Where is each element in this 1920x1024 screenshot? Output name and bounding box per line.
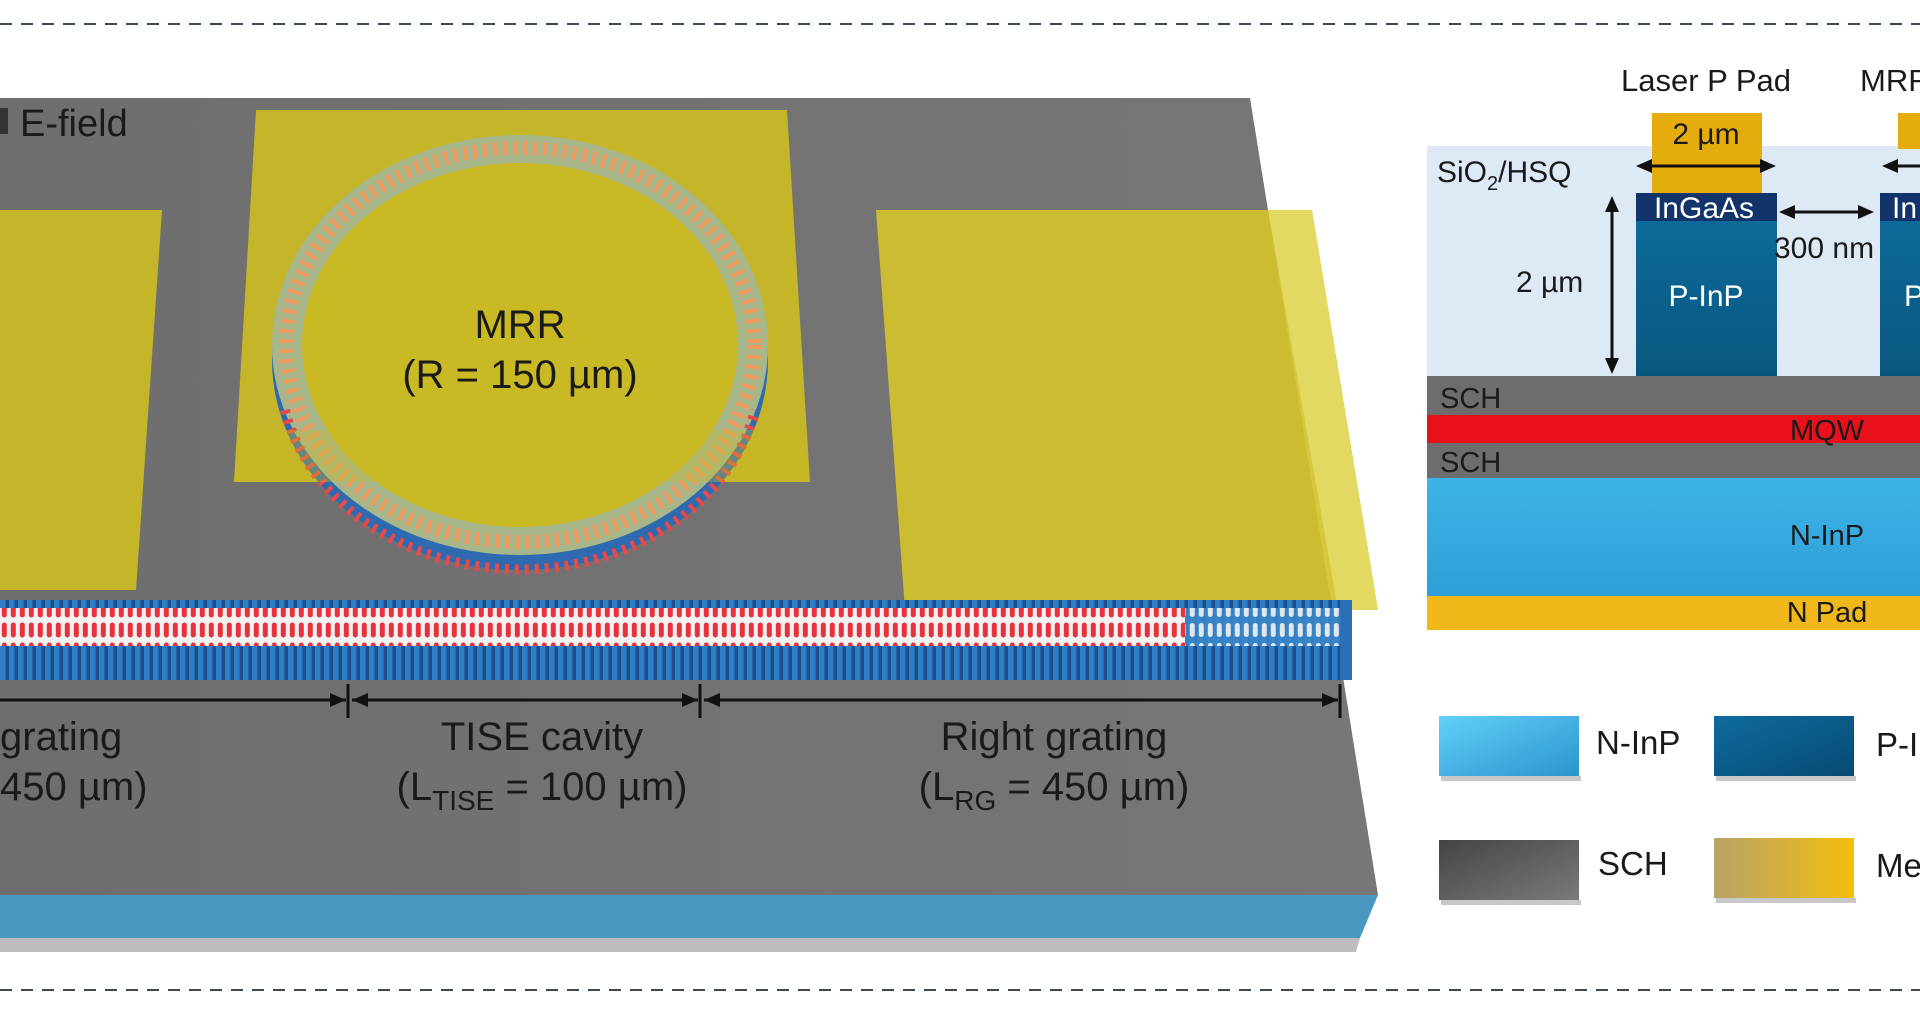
mrr-label: MRR [474, 303, 565, 347]
mqw-label: MQW [1790, 415, 1865, 447]
slab-shadow [0, 938, 1360, 952]
sch-bottom-label: SCH [1440, 447, 1501, 479]
ridge-laser [1636, 193, 1777, 376]
legend-swatch-metal [1714, 838, 1854, 898]
legend-swatch-sch [1439, 840, 1579, 900]
ridge-mrr [1880, 193, 1920, 376]
legend-label-ninp: N-InP [1596, 724, 1680, 761]
right-grating-length: (LRG = 450 µm) [919, 765, 1190, 816]
laser-p-pad-label: Laser P Pad [1621, 63, 1791, 98]
legend-label-sch: SCH [1598, 845, 1668, 882]
oxide-label: SiO2/HSQ [1437, 156, 1572, 195]
length-dimensions [0, 684, 1342, 718]
npad-layer [1427, 596, 1920, 630]
legend-label-pinp: P-I [1876, 726, 1918, 763]
material-legend: N-InP P-I SCH Me [1439, 716, 1920, 905]
tise-length-label: (LTISE = 100 µm) [397, 765, 688, 816]
ingaas-mrr [1880, 193, 1920, 221]
microring [272, 135, 768, 575]
cross-section: Laser P Pad MRR 2 µm SiO2/HSQ InGaAs In … [1427, 63, 1920, 905]
gap-label: 300 nm [1774, 232, 1874, 265]
device-3d: E-field MRR (R = 150 µm) grating 450 µm)… [0, 98, 1378, 952]
legend-swatch-pinp [1714, 716, 1854, 776]
ingaas-label: InGaAs [1654, 192, 1754, 225]
efield-legend-swatch [0, 108, 8, 134]
substrate-side [0, 895, 1378, 938]
ninp-label: N-InP [1790, 520, 1864, 552]
mrr-pad-label: MRR [1860, 63, 1920, 98]
sch-top-layer [1427, 376, 1920, 415]
height-label: 2 µm [1516, 266, 1583, 299]
waveguide [0, 600, 1352, 680]
npad-label: N Pad [1787, 597, 1868, 629]
metal-pad-left [0, 210, 162, 590]
pad-width-label: 2 µm [1672, 118, 1739, 151]
tise-cavity-label: TISE cavity [441, 715, 643, 759]
legend-swatch-ninp [1439, 716, 1579, 776]
mqw-layer [1427, 415, 1920, 443]
ninp-layer [1427, 478, 1920, 596]
sch-top-label: SCH [1440, 383, 1501, 415]
ingaas-laser [1636, 193, 1777, 221]
mrr-radius-label: (R = 150 µm) [402, 353, 637, 397]
mrr-p-pad [1898, 113, 1920, 149]
pinp-partial-label: P [1904, 280, 1920, 313]
efield-label: E-field [20, 103, 128, 145]
right-grating-label: Right grating [941, 715, 1168, 759]
pinp-label: P-InP [1668, 280, 1743, 313]
left-grating-length: 450 µm) [0, 765, 148, 809]
ingaas-partial-label: In [1892, 192, 1917, 225]
legend-label-metal: Me [1876, 847, 1920, 884]
metal-pad-right [876, 210, 1378, 610]
sch-bottom-layer [1427, 443, 1920, 478]
left-grating-label: grating [0, 715, 122, 759]
